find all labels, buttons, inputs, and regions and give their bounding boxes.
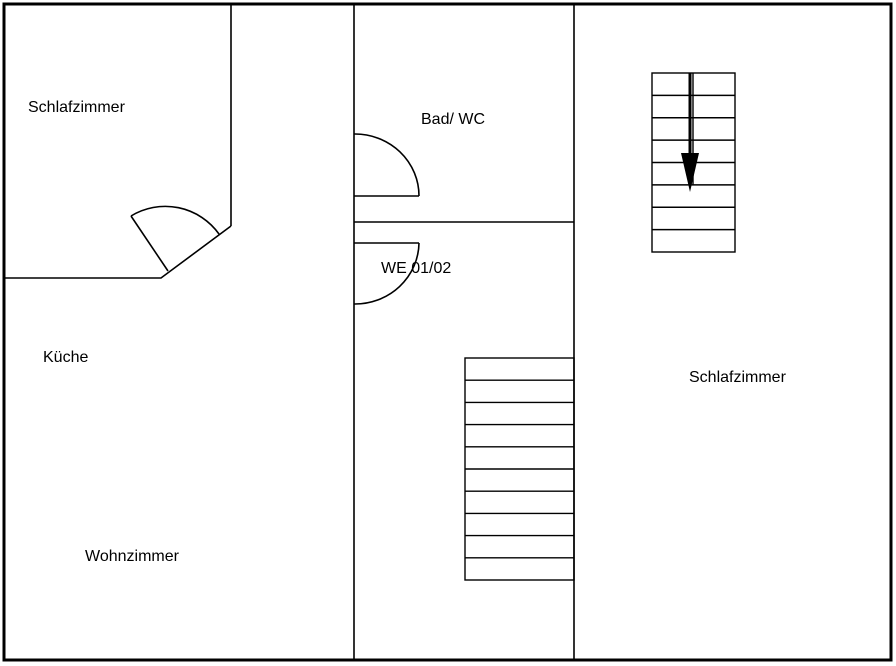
bedroom-door	[130, 205, 220, 272]
arrow-down-icon	[681, 73, 699, 192]
label-unit: WE 01/02	[381, 260, 451, 277]
label-kitchen: Küche	[43, 349, 88, 366]
label-bathroom: Bad/ WC	[421, 111, 485, 128]
bathroom-door	[353, 133, 420, 197]
wall-bedroom-angled	[4, 225, 232, 279]
label-living-room: Wohnzimmer	[85, 548, 180, 565]
entrance-door	[353, 242, 420, 305]
staircase-corridor	[464, 357, 575, 581]
label-bedroom-right: Schlafzimmer	[689, 369, 787, 386]
label-bedroom-left: Schlafzimmer	[28, 99, 126, 116]
